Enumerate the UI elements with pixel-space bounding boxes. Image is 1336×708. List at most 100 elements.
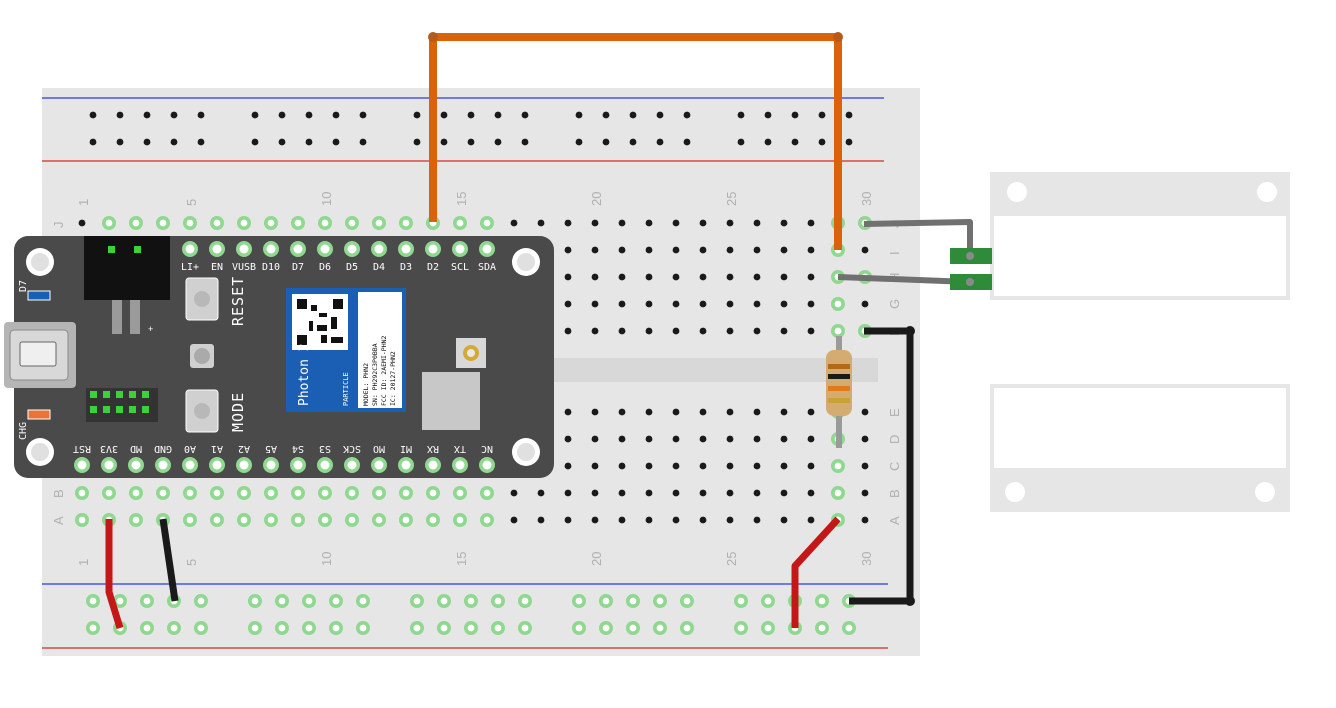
breadboard-hole-icon (807, 408, 815, 416)
screw-hole-icon (1257, 182, 1277, 202)
rail-hole-icon (764, 138, 772, 146)
bottom-pin-label: RX (427, 443, 439, 454)
breadboard-hole-icon (861, 435, 869, 443)
row-letter: B (51, 489, 66, 498)
resistor-band (828, 386, 850, 391)
column-numbers-bottom: 1 5 10 15 20 25 30 (76, 552, 874, 566)
breadboard-hole-icon (699, 516, 707, 524)
rail-hole-icon (116, 138, 124, 146)
breadboard-hole-icon (726, 516, 734, 524)
rail-hole-icon (791, 138, 799, 146)
top-pin-label: D10 (262, 262, 280, 273)
breadboard-hole-icon (510, 516, 518, 524)
rail-hole-icon (143, 597, 151, 605)
breadboard-hole-icon (456, 219, 464, 227)
breadboard-hole-icon (753, 273, 761, 281)
board-pin-icon (320, 244, 330, 254)
rail-hole-icon (467, 111, 475, 119)
rail-hole-icon (413, 624, 421, 632)
row-letter: A (887, 516, 902, 525)
rail-hole-icon (440, 138, 448, 146)
breadboard-hole-icon (645, 408, 653, 416)
qr-code-icon (297, 299, 343, 345)
screw-hole-icon (1007, 182, 1027, 202)
breadboard-hole-icon (321, 219, 329, 227)
top-pin-label: EN (211, 262, 223, 273)
resistor (826, 336, 852, 448)
breadboard-hole-icon (375, 489, 383, 497)
rail-hole-icon (737, 597, 745, 605)
rail-hole-icon (332, 624, 340, 632)
debug-pin-icon (116, 406, 123, 413)
breadboard-hole-icon (105, 219, 113, 227)
rail-hole-icon (116, 597, 124, 605)
breadboard-hole-icon (780, 462, 788, 470)
breadboard-hole-icon (699, 327, 707, 335)
gray-wire-lower (837, 274, 971, 285)
breadboard-hole-icon (564, 408, 572, 416)
board-pin-icon (455, 244, 465, 254)
board-pin-icon (239, 460, 249, 470)
magnet-window (994, 388, 1286, 468)
debug-pin-icon (103, 391, 110, 398)
rail-hole-icon (278, 138, 286, 146)
rail-hole-icon (494, 624, 502, 632)
rail-hole-icon (737, 624, 745, 632)
rail-hole-icon (629, 597, 637, 605)
breadboard-hole-icon (861, 300, 869, 308)
breadboard-hole-icon (645, 435, 653, 443)
breadboard-hole-icon (699, 462, 707, 470)
bottom-pin-label: S4 (292, 443, 304, 454)
breadboard-hole-icon (564, 516, 572, 524)
d7-led-icon (27, 290, 51, 301)
breadboard-hole-icon (780, 300, 788, 308)
chg-led-icon (27, 409, 51, 420)
rail-hole-icon (143, 138, 151, 146)
rail-hole-icon (467, 597, 475, 605)
row-letter: E (887, 408, 902, 417)
antenna-chip (422, 372, 480, 430)
board-pin-icon (482, 244, 492, 254)
breadboard-hole-icon (672, 462, 680, 470)
black-wire-left (159, 518, 179, 602)
rail-hole-icon (575, 138, 583, 146)
rail-hole-icon (494, 597, 502, 605)
rail-hole-icon (602, 111, 610, 119)
top-pin-label: D2 (427, 262, 439, 273)
breadboard-hole-icon (618, 246, 626, 254)
rail-hole-icon (737, 111, 745, 119)
breadboard-hole-icon (618, 516, 626, 524)
top-pin-label: D6 (319, 262, 331, 273)
board-pin-icon (185, 460, 195, 470)
breadboard-hole-icon (807, 219, 815, 227)
rgb-led-icon (194, 348, 210, 364)
breadboard-hole-icon (861, 489, 869, 497)
debug-pin-icon (90, 391, 97, 398)
breadboard-hole-icon (807, 516, 815, 524)
magnetic-switch-sensor (950, 172, 1290, 300)
breadboard-hole-icon (375, 219, 383, 227)
breadboard-hole-icon (564, 489, 572, 497)
bottom-pin-label: MD (130, 443, 142, 454)
debug-pin-icon (90, 406, 97, 413)
terminal-contact-icon (966, 252, 974, 260)
breadboard-hole-icon (591, 489, 599, 497)
breadboard-hole-icon (672, 300, 680, 308)
breadboard-hole-icon (753, 408, 761, 416)
breadboard-hole-icon (402, 489, 410, 497)
rail-hole-icon (89, 597, 97, 605)
breadboard-hole-icon (186, 219, 194, 227)
qr-code-icon (321, 335, 327, 343)
row-letter: G (887, 299, 902, 309)
breadboard-hole-icon (591, 516, 599, 524)
top-pin-label: VUSB (232, 262, 256, 273)
rail-hole-icon (602, 597, 610, 605)
breadboard-hole-icon (78, 489, 86, 497)
debug-pin-icon (142, 406, 149, 413)
board-pins (74, 241, 495, 473)
top-pin-label: D5 (346, 262, 358, 273)
breadboard-hole-icon (618, 327, 626, 335)
breadboard-hole-icon (753, 219, 761, 227)
rail-hole-icon (197, 597, 205, 605)
